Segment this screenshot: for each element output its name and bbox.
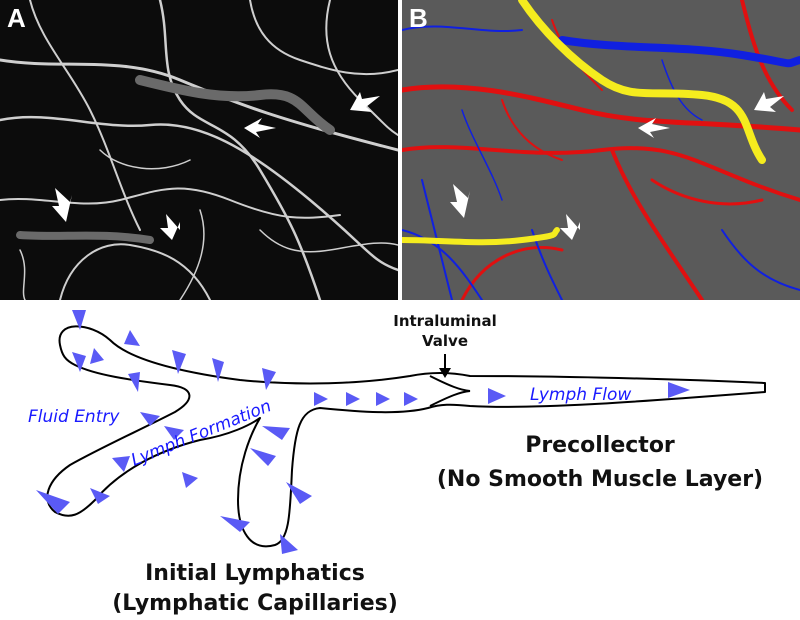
panel-label-a: A <box>7 3 26 33</box>
vessel-outline <box>46 325 766 548</box>
fluid-entry-label: Fluid Entry <box>28 407 120 427</box>
schematic-drawing: Intraluminal Valve Fluid Entry Lymph For… <box>28 310 766 616</box>
initial-lymphatics-title: Initial Lymphatics <box>145 561 365 586</box>
micrograph-panel <box>0 0 398 300</box>
valve-label-line2: Valve <box>422 332 468 350</box>
valve-label-line1: Intraluminal <box>393 312 496 330</box>
traced-network-panel <box>402 0 800 300</box>
precollector-title: Precollector <box>525 433 675 458</box>
valve-pointer-arrow <box>439 368 451 378</box>
initial-lymphatics-subtitle: (Lymphatic Capillaries) <box>112 591 398 616</box>
traced-network-image <box>402 0 800 300</box>
panel-label-b: B <box>409 3 428 33</box>
micrograph-image <box>0 0 398 300</box>
lymph-flow-label: Lymph Flow <box>530 385 631 405</box>
lymphatic-schematic: Intraluminal Valve Fluid Entry Lymph For… <box>0 300 800 620</box>
precollector-subtitle: (No Smooth Muscle Layer) <box>437 467 763 492</box>
valve-leaflets <box>429 375 471 407</box>
